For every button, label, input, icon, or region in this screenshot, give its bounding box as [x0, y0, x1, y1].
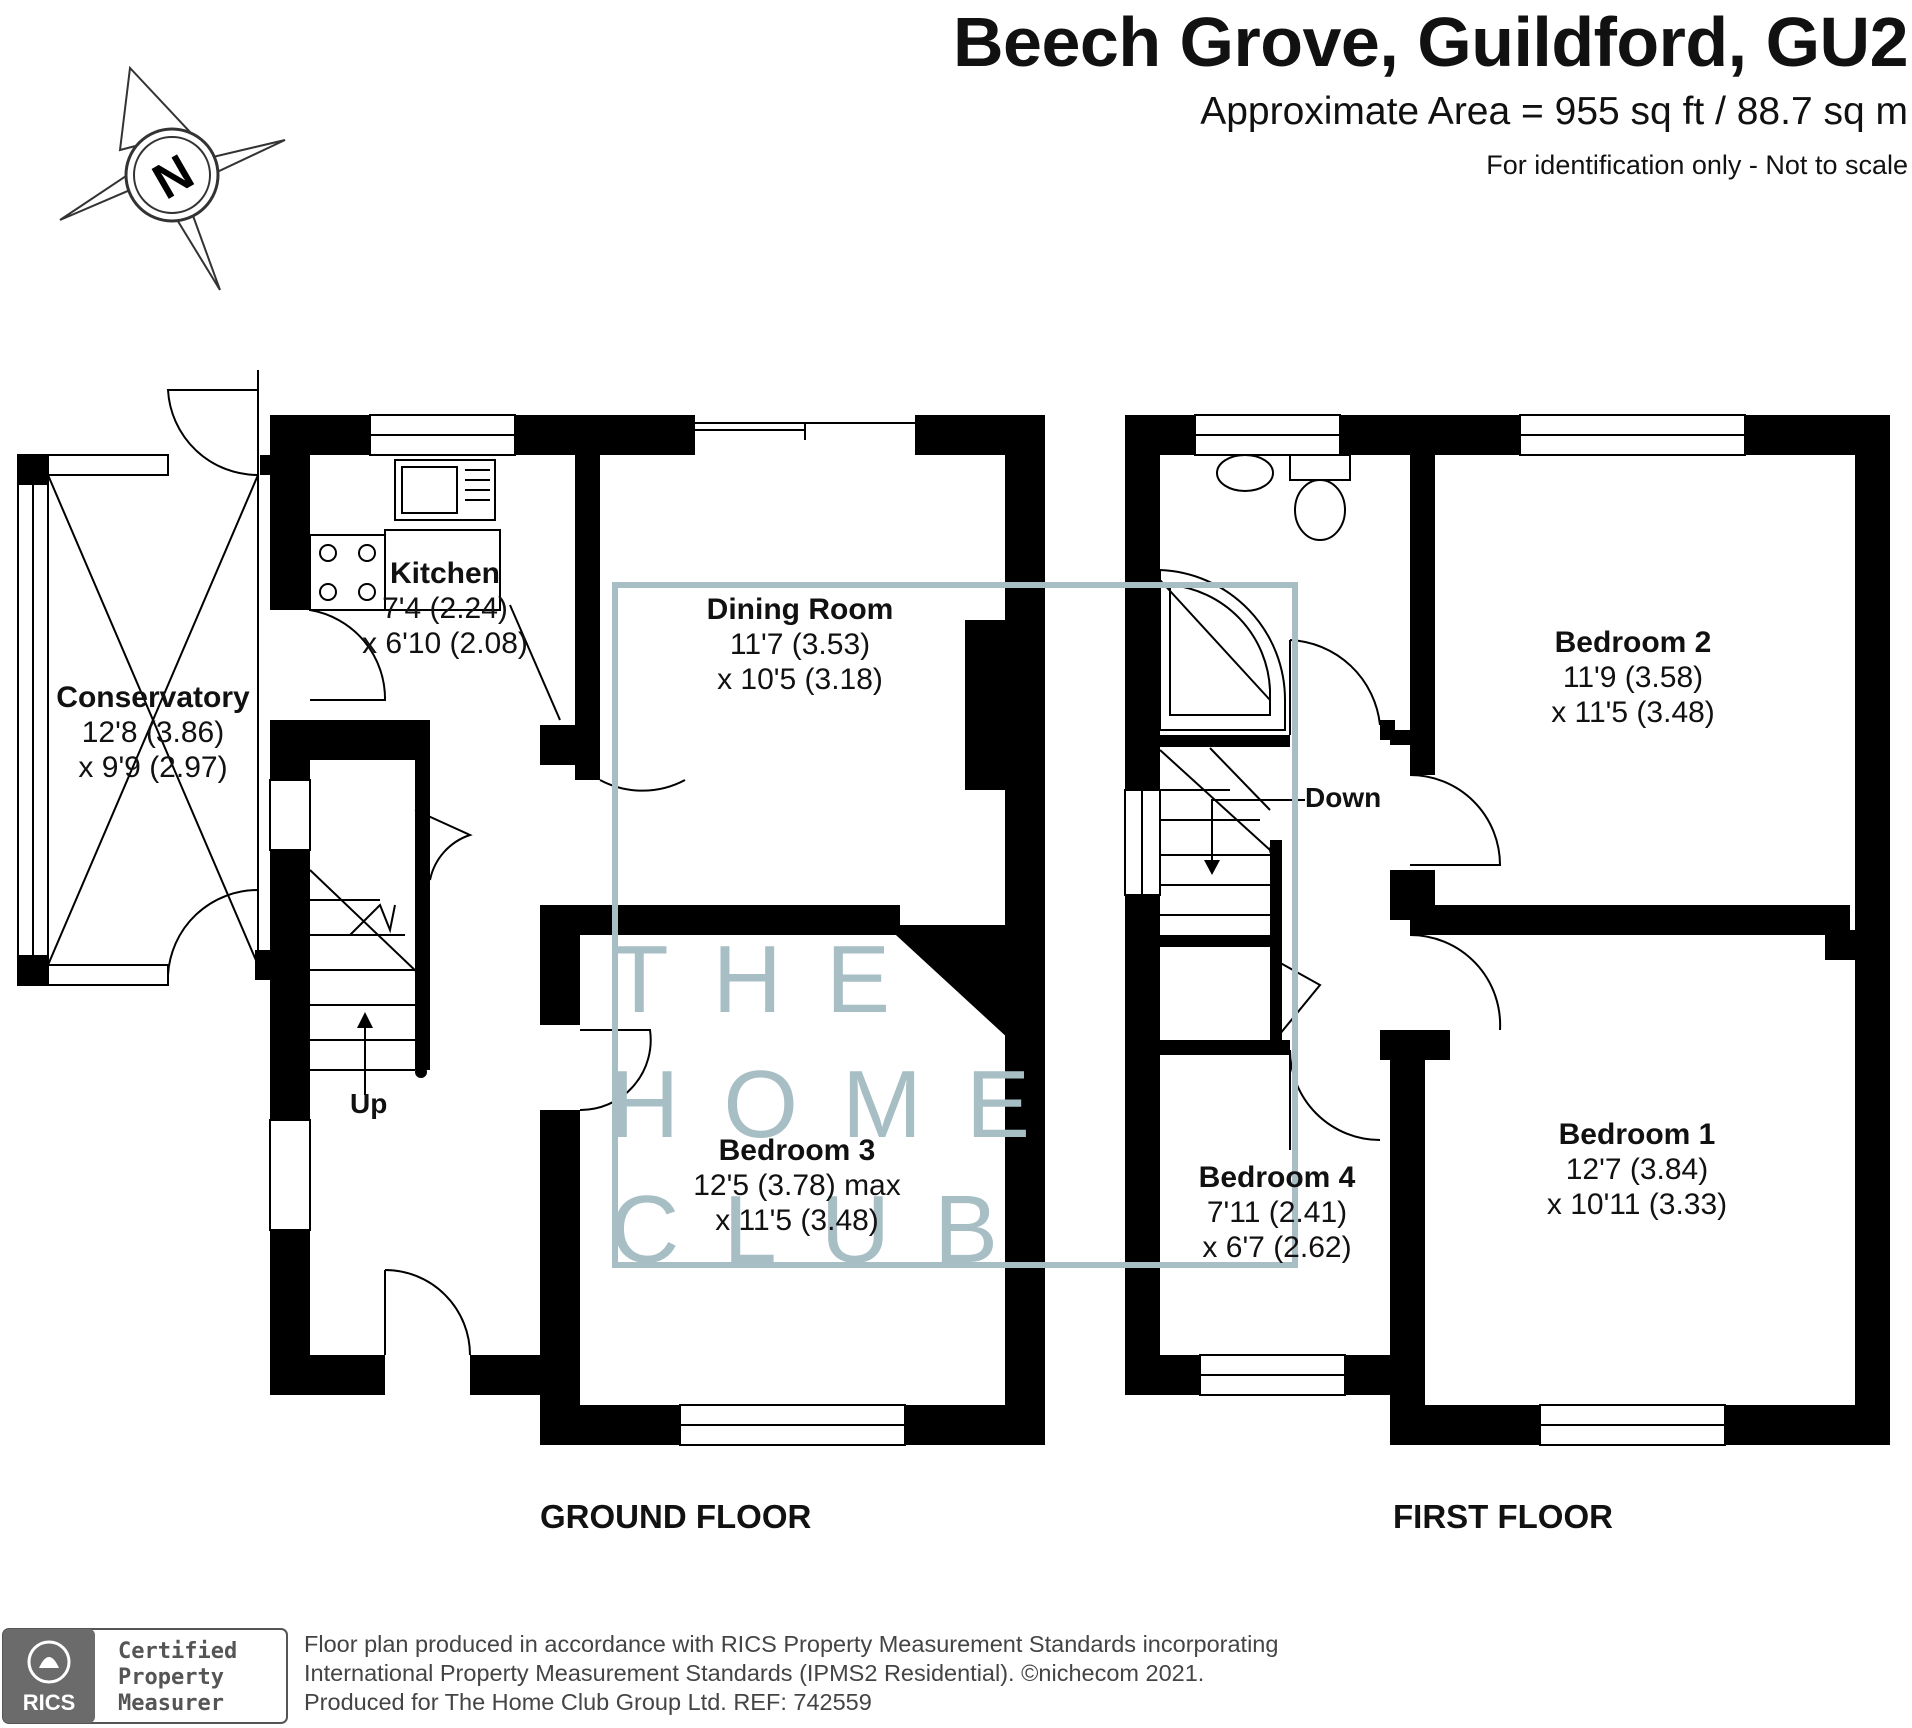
room-dimension: 12'8 (3.86)	[81, 716, 225, 749]
footer-line-1: Floor plan produced in accordance with R…	[304, 1631, 1279, 1657]
stairs-down-label: Down	[1305, 782, 1382, 813]
room-dimension: 7'11 (2.41)	[1206, 1196, 1348, 1229]
property-title: Beech Grove, Guildford, GU2	[952, 3, 1909, 81]
footer-line-2: International Property Measurement Stand…	[304, 1660, 1205, 1686]
first-floor-doors	[1274, 639, 1502, 1150]
room-dimension: 7'4 (2.24)	[382, 592, 508, 625]
stair-newel-icon	[415, 1066, 427, 1078]
room-dimension: 11'7 (3.53)	[729, 628, 871, 661]
room-dimension: x 10'5 (3.18)	[717, 663, 883, 696]
stairs-up-label: Up	[350, 1088, 388, 1119]
badge-line-1: Certified	[118, 1639, 237, 1664]
room-dimension: x 10'11 (3.33)	[1546, 1188, 1728, 1221]
rics-logo-panel	[3, 1629, 95, 1723]
first-floor-windows	[1124, 414, 1746, 1446]
identification-note: For identification only - Not to scale	[1486, 150, 1908, 180]
room-dimension: x 11'5 (3.48)	[1551, 696, 1715, 729]
room-label-bedroom-3: Bedroom 3 12'5 (3.78) max x 11'5 (3.48)	[693, 1133, 901, 1238]
room-dimension: 11'9 (3.58)	[1562, 661, 1704, 694]
room-name: Bedroom 3	[718, 1134, 876, 1167]
ground-floor-stairs	[309, 869, 421, 1095]
room-label-conservatory: Conservatory 12'8 (3.86) x 9'9 (2.97)	[56, 680, 249, 785]
room-dimension: x 6'10 (2.08)	[362, 627, 528, 660]
first-floor-stairs	[1159, 747, 1305, 935]
badge-line-3: Measurer	[118, 1691, 224, 1716]
footer-line-3: Produced for The Home Club Group Ltd. RE…	[304, 1689, 872, 1715]
ground-floor-label: GROUND FLOOR	[540, 1498, 812, 1535]
room-name: Bedroom 4	[1198, 1161, 1356, 1194]
down-arrow-icon	[1204, 860, 1220, 875]
watermark-line-2: HOME	[610, 1051, 1074, 1158]
watermark-line-3: CLUB	[610, 1176, 1043, 1283]
room-label-bedroom-2: Bedroom 2 11'9 (3.58) x 11'5 (3.48)	[1551, 625, 1715, 730]
watermark-line-1: THE	[610, 926, 934, 1033]
footer-notice: Floor plan produced in accordance with R…	[304, 1630, 1278, 1717]
room-name: Conservatory	[56, 681, 250, 714]
room-label-bedroom-1: Bedroom 1 12'7 (3.84) x 10'11 (3.33)	[1547, 1117, 1727, 1222]
rics-certified-badge: RICS Certified Property Measurer	[2, 1628, 288, 1724]
watermark-frame	[612, 582, 1298, 1268]
room-name: Dining Room	[706, 593, 894, 626]
rics-lion-icon-detail	[39, 1657, 59, 1668]
bathroom-fittings	[1159, 454, 1351, 731]
room-dimension: 12'7 (3.84)	[1565, 1153, 1709, 1186]
approximate-area: Approximate Area = 955 sq ft / 88.7 sq m	[1200, 90, 1908, 133]
rics-logo-text: RICS	[23, 1690, 76, 1715]
ground-floor-doors	[166, 370, 686, 1356]
ground-floor-windows	[17, 414, 915, 1446]
first-floor-label: FIRST FLOOR	[1393, 1498, 1613, 1535]
room-dimension: 12'5 (3.78) max	[693, 1169, 901, 1202]
room-label-kitchen: Kitchen 7'4 (2.24) x 6'10 (2.08)	[362, 556, 528, 661]
up-arrow-icon	[357, 1012, 373, 1028]
room-dimension: x 6'7 (2.62)	[1202, 1231, 1352, 1264]
first-floor-walls	[1125, 415, 1890, 1445]
room-label-dining-room: Dining Room 11'7 (3.53) x 10'5 (3.18)	[707, 592, 894, 697]
room-dimension: x 11'5 (3.48)	[715, 1204, 879, 1237]
compass-icon	[59, 65, 286, 291]
badge-line-2: Property	[118, 1665, 224, 1690]
room-name: Bedroom 1	[1558, 1118, 1716, 1151]
kitchen-fittings	[309, 459, 501, 611]
room-name: Kitchen	[389, 557, 501, 590]
ground-floor-walls	[18, 415, 1045, 1445]
room-dimension: x 9'9 (2.97)	[78, 751, 228, 784]
rics-lion-icon	[27, 1640, 71, 1684]
room-label-bedroom-4: Bedroom 4 7'11 (2.41) x 6'7 (2.62)	[1199, 1160, 1356, 1265]
room-name: Bedroom 2	[1554, 626, 1712, 659]
stair-newel-icon	[1269, 844, 1281, 856]
